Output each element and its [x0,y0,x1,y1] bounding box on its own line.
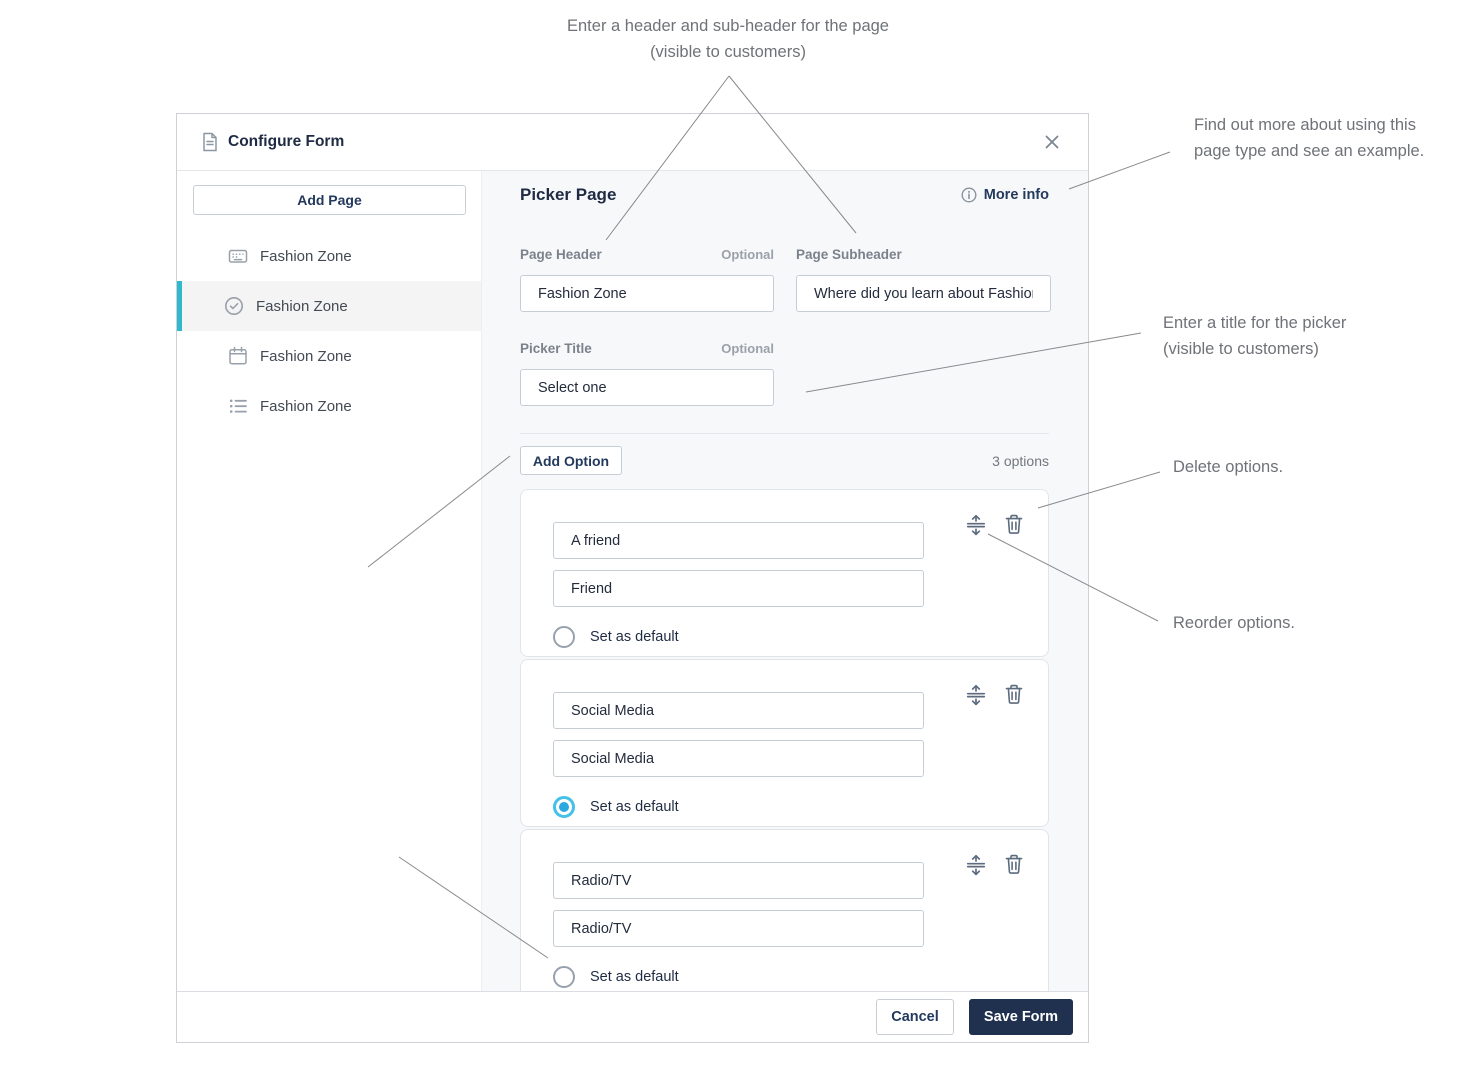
close-button[interactable] [1040,130,1064,154]
annotation-text: Find out more about using this [1194,116,1416,134]
sidebar-item-page-2-selected[interactable]: Fashion Zone [177,281,481,331]
annotation-text: page type and see an example. [1194,142,1425,160]
sidebar-item-page-3[interactable]: Fashion Zone [177,331,481,381]
sidebar-item-label: Fashion Zone [260,247,352,265]
section-divider [520,433,1049,434]
annotation-header-subheader: Enter a header and sub-header for the pa… [450,13,1006,65]
reorder-icon[interactable] [965,684,987,706]
picker-title-label: Picker Title [520,341,592,356]
reorder-option-button[interactable] [965,514,987,536]
picker-title-input[interactable] [520,369,774,406]
info-icon[interactable] [961,187,977,203]
annotation-text: Enter a header and sub-header for the pa… [567,17,889,35]
reorder-icon[interactable] [965,854,987,876]
trash-icon[interactable] [1005,514,1023,534]
document-icon [203,132,217,152]
set-default-radio[interactable] [553,966,575,988]
picker-title-field-group: Picker Title Optional [520,341,774,406]
annotation-picker-title: Enter a title for the picker (visible to… [1163,310,1423,362]
option-card-1: Set as default [520,489,1049,657]
set-default-label: Set as default [590,969,679,985]
reorder-option-button[interactable] [965,684,987,706]
page-header-label: Page Header [520,247,602,262]
annotation-delete-options: Delete options. [1173,458,1284,476]
delete-option-button[interactable] [1005,854,1023,874]
check-circle-icon [225,297,243,315]
set-default-radio[interactable] [553,626,575,648]
reorder-icon[interactable] [965,514,987,536]
keyboard-icon [228,249,248,263]
option-card-3: Set as default [520,829,1049,991]
set-default-radio-selected[interactable] [553,796,575,818]
set-default-label: Set as default [590,629,679,645]
calendar-icon [229,346,247,365]
optional-tag: Optional [721,247,774,262]
cancel-button[interactable]: Cancel [876,999,954,1035]
add-page-button[interactable]: Add Page [193,185,466,215]
trash-icon[interactable] [1005,854,1023,874]
sidebar-item-page-4[interactable]: Fashion Zone [177,381,481,431]
more-info-label: More info [983,187,1049,203]
annotation-more-info: Find out more about using this page type… [1194,112,1464,164]
save-form-button[interactable]: Save Form [969,999,1073,1035]
option-value-input[interactable] [553,740,924,777]
add-option-button[interactable]: Add Option [520,446,622,475]
sidebar-item-page-1[interactable]: Fashion Zone [177,231,481,281]
page-list: Fashion Zone Fashion Zone [177,231,481,431]
options-count: 3 options [992,452,1049,469]
reorder-option-button[interactable] [965,854,987,876]
option-label-input[interactable] [553,522,924,559]
annotation-text: (visible to customers) [650,43,806,61]
option-card-2: Set as default [520,659,1049,827]
page-header-field-group: Page Header Optional [520,247,774,312]
panel-title: Picker Page [520,185,617,204]
trash-icon[interactable] [1005,684,1023,704]
picker-page-panel: Picker Page More info Page Header [482,171,1088,991]
pages-sidebar: Add Page Fashion Zone [177,171,482,991]
delete-option-button[interactable] [1005,684,1023,704]
annotation-text: Enter a title for the picker [1163,314,1347,332]
option-value-input[interactable] [553,910,924,947]
set-default-label: Set as default [590,799,679,815]
dialog-header: Configure Form [177,114,1088,171]
annotation-reorder-options: Reorder options. [1173,614,1295,632]
more-info-button[interactable]: More info [961,187,1049,203]
option-value-input[interactable] [553,570,924,607]
dialog-body: Add Page Fashion Zone [177,171,1088,991]
page-subheader-field-group: Page Subheader [796,247,1051,312]
delete-option-button[interactable] [1005,514,1023,534]
option-label-input[interactable] [553,692,924,729]
configure-form-dialog: Configure Form Add Page [176,113,1089,1043]
list-icon [230,399,247,413]
sidebar-item-label: Fashion Zone [260,347,352,365]
dialog-title: Configure Form [228,133,345,150]
optional-tag: Optional [721,341,774,356]
dialog-footer: Cancel Save Form [177,991,1088,1042]
sidebar-item-label: Fashion Zone [256,297,348,315]
sidebar-item-label: Fashion Zone [260,397,352,415]
annotation-text: (visible to customers) [1163,340,1319,358]
option-label-input[interactable] [553,862,924,899]
page-subheader-input[interactable] [796,275,1051,312]
page-subheader-label: Page Subheader [796,247,902,262]
close-icon[interactable] [1044,134,1060,150]
page-header-input[interactable] [520,275,774,312]
